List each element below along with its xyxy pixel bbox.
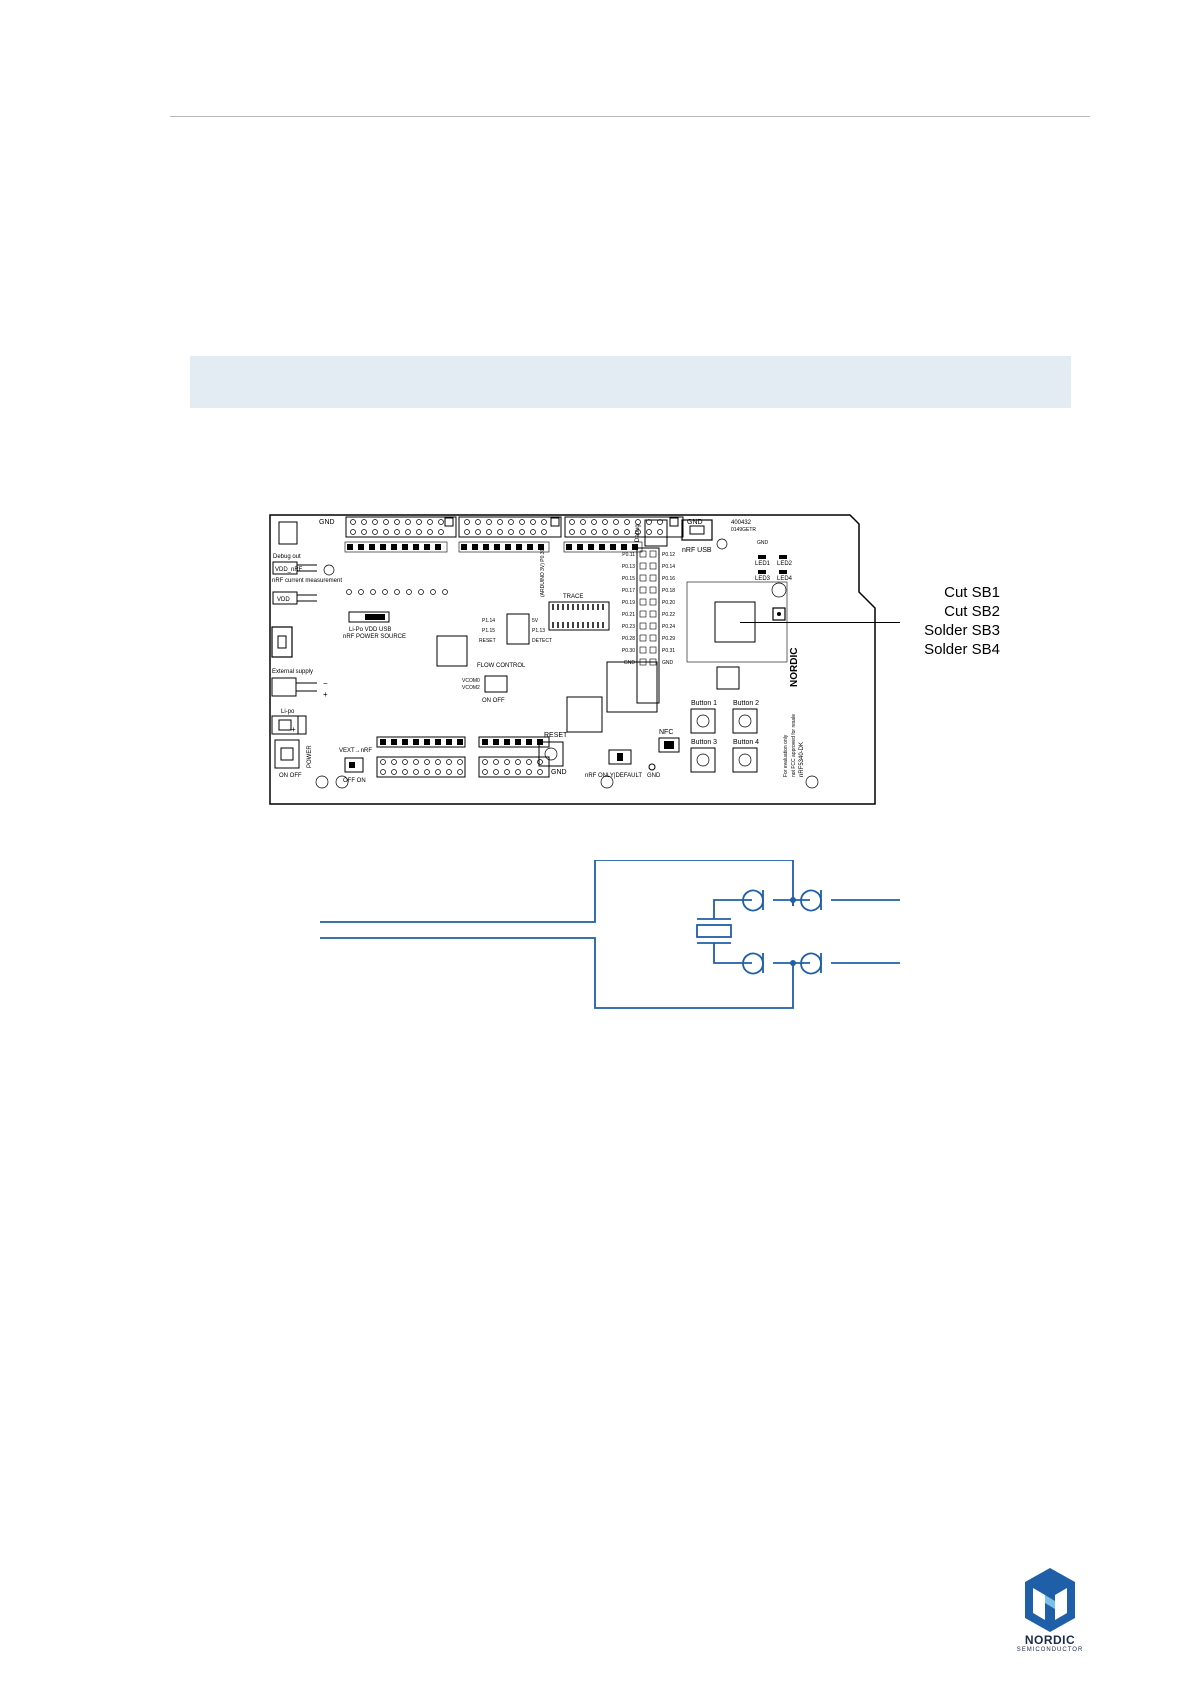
board-led1: LED1: [755, 561, 771, 567]
board-button1: Button 1: [691, 700, 717, 707]
board-figure: GND GND Debug out VDD_nRF nRF current me…: [269, 514, 876, 805]
svg-text:+: +: [323, 690, 328, 699]
board-vcom0: VCOM0: [462, 678, 480, 684]
board-flow-on-off: ON OFF: [482, 698, 505, 704]
board-button4: Button 4: [733, 739, 759, 746]
board-p113: P1.13: [532, 628, 545, 634]
logo-name: NORDIC: [1024, 1633, 1076, 1647]
board-5v: 5V: [532, 618, 539, 624]
board-brand: NORDIC: [789, 648, 800, 687]
board-trace: TRACE: [563, 594, 583, 600]
board-led2: LED2: [777, 561, 793, 567]
pin-left-3: P0.17: [622, 588, 635, 594]
solder-bridge-schematic: [320, 860, 900, 1009]
board-gnd-bottom-left: GND: [551, 769, 567, 776]
sb3-pad: [800, 889, 822, 912]
callout-sb2: Cut SB2: [944, 603, 1000, 620]
board-power: POWER: [307, 745, 313, 768]
board-led4: LED4: [777, 576, 793, 582]
junction-upper: [790, 897, 796, 903]
svg-text:+: +: [291, 725, 296, 734]
board-on-off: ON OFF: [279, 773, 302, 779]
pin-left-5: P0.21: [622, 612, 635, 618]
board-product-number: 400432: [731, 520, 752, 526]
board-eval-2: not FCC approved for resale: [791, 714, 797, 777]
pin-left-7: P0.28: [622, 636, 635, 642]
board-vext-nrf: VEXT→nRF: [339, 748, 372, 754]
board-off-on: OFF ON: [343, 778, 366, 784]
board-vdd-nrf: VDD_nRF: [275, 567, 303, 573]
board-p115: P1.15: [482, 628, 495, 634]
trace-upper: [320, 860, 794, 923]
board-lipo-vdd-usb: Li-Po VDD USB: [349, 627, 391, 633]
board-arduino: (ARDUINO 3V) P0.30: [540, 548, 546, 597]
pin-right-4: P0.20: [662, 600, 675, 606]
board-vdd: VDD: [277, 597, 290, 603]
board-reset-small: RESET: [479, 638, 496, 644]
junction-lower: [790, 960, 796, 966]
board-gnd-led: GND: [757, 540, 769, 546]
board-p114: P1.14: [482, 618, 495, 624]
sb2-pad: [742, 952, 764, 975]
callout-line: [740, 622, 900, 623]
board-detect: DETECT: [532, 638, 552, 644]
board-debug: Debug: [635, 524, 641, 542]
board-flow-control: FLOW CONTROL: [477, 663, 526, 669]
board-gnd-top: GND: [319, 519, 335, 526]
board-nrf-only-default: nRF ONLY|DEFAULT: [585, 773, 642, 779]
callout-sb1: Cut SB1: [944, 584, 1000, 601]
board-external-supply: External supply: [272, 669, 313, 675]
header-rule: [170, 116, 1090, 117]
board-batch: 0149GETR: [731, 527, 756, 533]
pin-left-2: P0.15: [622, 576, 635, 582]
board-button2: Button 2: [733, 700, 759, 707]
board-led3: LED3: [755, 576, 771, 582]
board-lipo: Li-po: [281, 709, 295, 715]
board-nrf-current: nRF current measurement: [272, 578, 342, 584]
pin-left-8: P0.30: [622, 648, 635, 654]
board-outline: [269, 514, 876, 805]
board-model: nRF5340-DK: [799, 742, 805, 777]
logo-sub: SEMICONDUCTOR: [1016, 1647, 1084, 1653]
board-eval-1: For evaluation only: [783, 734, 789, 777]
board-nrf-usb: nRF USB: [682, 547, 712, 554]
board-button3: Button 3: [691, 739, 717, 746]
pin-right-0: P0.12: [662, 552, 675, 558]
note-box: [190, 356, 1071, 408]
board-debug-out: Debug out: [273, 554, 301, 560]
pin-left-1: P0.13: [622, 564, 635, 570]
pin-right-7: P0.29: [662, 636, 675, 642]
pin-right-3: P0.18: [662, 588, 675, 594]
crystal-symbol: [696, 924, 732, 938]
board-gnd-bottom: GND: [647, 773, 661, 779]
sb1-pad: [742, 889, 764, 912]
pin-right-5: P0.22: [662, 612, 675, 618]
pin-right-1: P0.14: [662, 564, 675, 570]
callout-sb4: Solder SB4: [924, 641, 1000, 658]
nordic-logo-icon: [1025, 1568, 1075, 1632]
pin-right-8: P0.31: [662, 648, 675, 654]
svg-text:−: −: [323, 679, 328, 688]
trace-lower: [320, 937, 794, 1009]
callout-list: Cut SB1 Cut SB2 Solder SB3 Solder SB4: [900, 583, 1000, 659]
board-reset-btn: RESET: [544, 732, 568, 739]
board-gnd-top-right: GND: [687, 519, 703, 526]
pin-left-9: GND: [624, 660, 636, 666]
pin-left-6: P0.23: [622, 624, 635, 630]
pin-right-9: GND: [662, 660, 674, 666]
pin-left-0: P0.11: [622, 552, 635, 558]
sb4-pad: [800, 952, 822, 975]
pin-left-4: P0.19: [622, 600, 635, 606]
pin-right-2: P0.16: [662, 576, 675, 582]
board-vcom2: VCOM2: [462, 685, 480, 691]
pin-right-6: P0.24: [662, 624, 675, 630]
board-nfc: NFC: [659, 729, 673, 736]
board-power-source: nRF POWER SOURCE: [343, 634, 406, 640]
callout-sb3: Solder SB3: [924, 622, 1000, 639]
